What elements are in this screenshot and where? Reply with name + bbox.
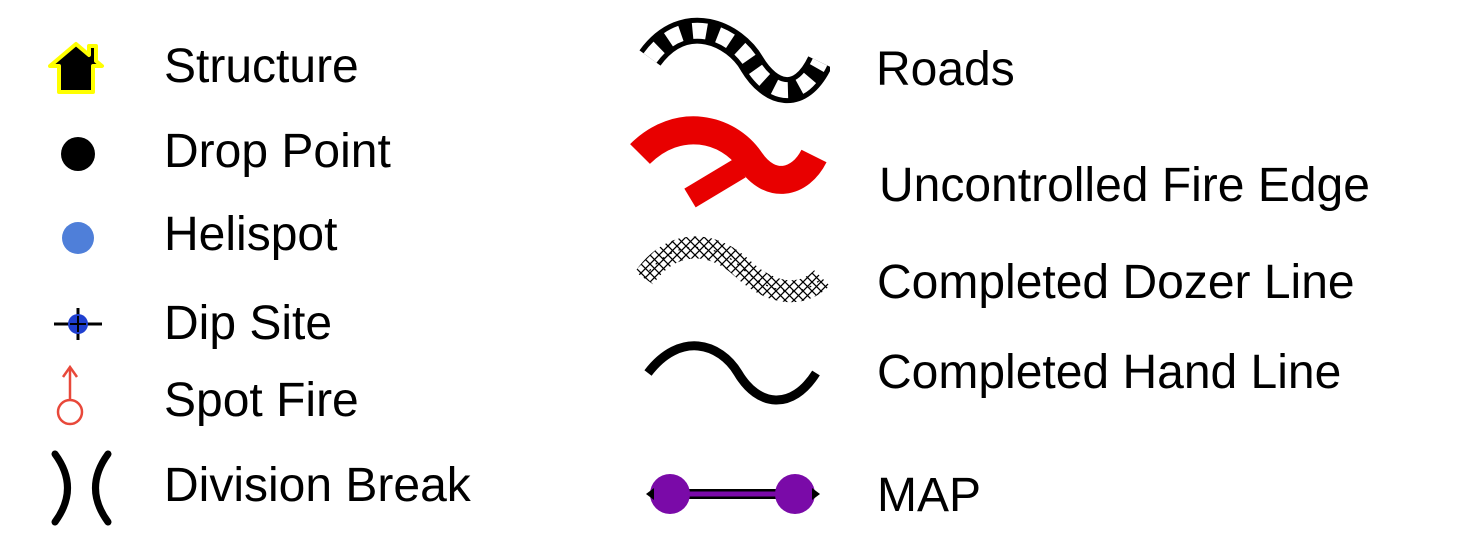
fire-edge-line-icon — [630, 116, 827, 208]
legend-label-completed-dozer-line: Completed Dozer Line — [877, 256, 1355, 309]
house-icon — [48, 42, 104, 94]
legend-label-uncontrolled-fire-edge: Uncontrolled Fire Edge — [879, 159, 1370, 212]
legend-label-map: MAP — [877, 469, 982, 522]
black-dot-icon — [61, 137, 95, 171]
division-break-icon — [51, 450, 112, 526]
hand-line-icon — [644, 341, 820, 405]
spot-fire-icon — [56, 364, 84, 426]
legend-label-drop-point: Drop Point — [164, 125, 391, 178]
legend-label-helispot: Helispot — [164, 208, 338, 261]
map-line-icon — [646, 474, 820, 514]
blue-dot-icon — [62, 222, 94, 254]
legend-label-dip-site: Dip Site — [164, 297, 333, 350]
legend-label-division-break: Division Break — [164, 459, 471, 512]
road-line-icon — [639, 17, 830, 104]
legend-label-structure: Structure — [164, 40, 359, 93]
legend-label-completed-hand-line: Completed Hand Line — [877, 346, 1342, 399]
legend-label-roads: Roads — [876, 43, 1015, 96]
dozer-line-icon — [634, 236, 830, 303]
legend-label-spot-fire: Spot Fire — [164, 374, 359, 427]
crosshair-dot-icon — [54, 308, 102, 340]
